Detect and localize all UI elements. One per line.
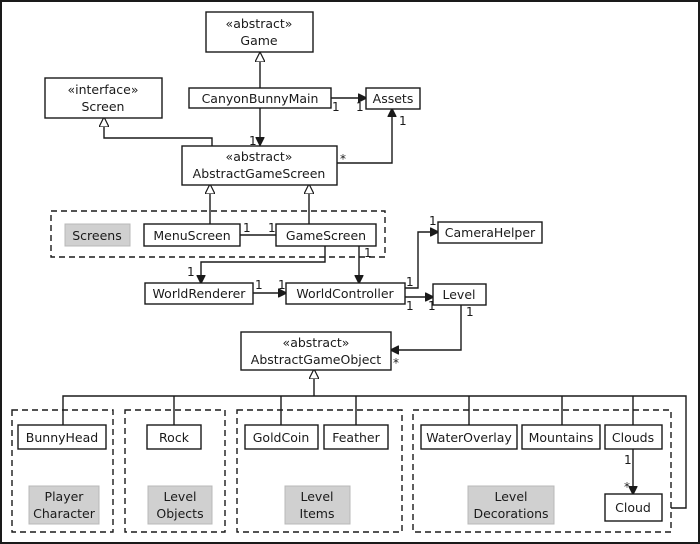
multiplicity-label: * — [340, 152, 346, 166]
multiplicity-label: 1 — [406, 299, 414, 313]
multiplicity-label: 1 — [255, 278, 263, 292]
association-level-ago — [391, 305, 462, 350]
association-worldcontroller-camerahelper — [405, 232, 438, 289]
multiplicity-label: 1 — [624, 453, 632, 467]
class-assets: Assets — [365, 87, 421, 110]
class-name: WorldController — [296, 286, 394, 301]
package-level-items: Level Items — [236, 409, 403, 533]
class-cloud: Cloud — [604, 493, 663, 522]
class-name: GoldCoin — [253, 430, 310, 445]
package-label-player: Player — [45, 489, 85, 504]
connectors — [62, 53, 687, 509]
multiplicity-label: 1 — [466, 305, 474, 319]
class-screen: «interface» Screen — [44, 77, 163, 119]
package-label-level: Level — [495, 489, 528, 504]
package-label-box — [64, 223, 131, 247]
association-gamescreen-worldrenderer — [201, 246, 326, 283]
multiplicity-label: 1 — [428, 299, 436, 313]
class-feather: Feather — [323, 424, 389, 450]
class-rock: Rock — [146, 424, 202, 450]
class-name: WaterOverlay — [426, 430, 512, 445]
class-name: WorldRenderer — [153, 286, 247, 301]
class-abstract-game-object: «abstract» AbstractGameObject — [240, 331, 392, 371]
multiplicity-label: 1 — [356, 100, 364, 114]
multiplicity-label: * — [624, 480, 630, 494]
package-label-items: Items — [300, 506, 335, 521]
class-menu-screen: MenuScreen — [143, 223, 241, 247]
class-name: Feather — [332, 430, 380, 445]
stereotype-label: «abstract» — [226, 16, 293, 31]
class-name: GameScreen — [286, 228, 366, 243]
class-game: «abstract» Game — [205, 11, 314, 53]
multiplicity-labels: 1 1 1 1 * 1 1 1 1 1 1 1 1 1 1 1 * 1 * — [187, 100, 632, 494]
package-label-character: Character — [33, 506, 96, 521]
class-abstract-game-screen: «abstract» AbstractGameScreen — [181, 145, 338, 186]
class-name: Rock — [159, 430, 190, 445]
class-mountains: Mountains — [521, 424, 601, 450]
class-name: Assets — [373, 91, 414, 106]
multiplicity-label: 1 — [429, 214, 437, 228]
package-screens: Screens — [50, 210, 386, 258]
stereotype-label: «abstract» — [283, 335, 350, 350]
realization-ags-screen — [104, 118, 213, 146]
class-canyon-bunny-main: CanyonBunnyMain — [188, 87, 332, 109]
class-name: Level — [443, 287, 476, 302]
multiplicity-label: 1 — [243, 221, 251, 235]
class-name: Cloud — [615, 500, 651, 515]
multiplicity-label: 1 — [187, 265, 195, 279]
multiplicity-label: 1 — [332, 100, 340, 114]
multiplicity-label: * — [393, 356, 399, 370]
class-name: BunnyHead — [26, 430, 98, 445]
package-label-screens: Screens — [72, 228, 122, 243]
multiplicity-label: 1 — [278, 278, 286, 292]
class-world-renderer: WorldRenderer — [144, 282, 254, 305]
class-world-controller: WorldController — [285, 282, 406, 305]
package-level-objects: Level Objects — [124, 409, 226, 533]
class-name: Mountains — [529, 430, 594, 445]
package-level-decorations: Level Decorations — [412, 409, 672, 533]
class-name: AbstractGameObject — [251, 352, 381, 367]
class-name: MenuScreen — [153, 228, 230, 243]
multiplicity-label: 1 — [364, 246, 372, 260]
multiplicity-label: 1 — [399, 114, 407, 128]
multiplicity-label: 1 — [268, 221, 276, 235]
stereotype-label: «abstract» — [226, 149, 293, 164]
class-name: CanyonBunnyMain — [202, 91, 319, 106]
class-name: CameraHelper — [445, 225, 536, 240]
class-name: Screen — [82, 99, 125, 114]
class-name: Clouds — [612, 430, 654, 445]
multiplicity-label: 1 — [249, 134, 257, 148]
stereotype-label: «interface» — [67, 82, 138, 97]
multiplicity-label: 1 — [406, 275, 414, 289]
class-level: Level — [432, 283, 487, 306]
package-label-decorations: Decorations — [473, 506, 548, 521]
class-water-overlay: WaterOverlay — [420, 424, 518, 450]
package-label-level: Level — [301, 489, 334, 504]
class-camera-helper: CameraHelper — [437, 221, 543, 244]
association-ags-assets — [337, 109, 392, 164]
package-label-objects: Objects — [156, 506, 203, 521]
class-name: AbstractGameScreen — [193, 166, 326, 181]
package-player-character: Player Character — [11, 409, 114, 533]
class-bunny-head: BunnyHead — [17, 424, 107, 450]
inheritance-bus — [62, 395, 687, 509]
class-clouds: Clouds — [604, 424, 663, 450]
class-name: Game — [240, 33, 278, 48]
package-label-level: Level — [164, 489, 197, 504]
class-game-screen: GameScreen — [275, 223, 377, 247]
class-gold-coin: GoldCoin — [244, 424, 319, 450]
